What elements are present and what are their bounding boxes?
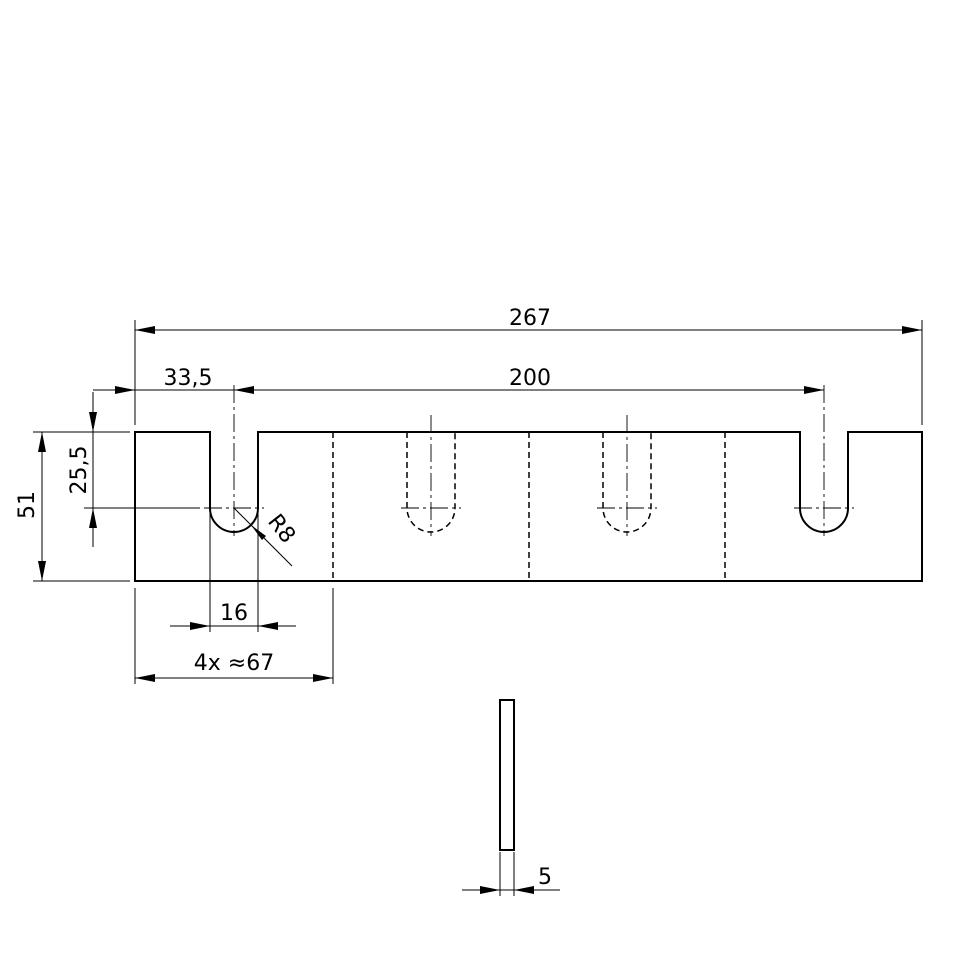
dim-text-edge-to-slot: 33,5: [164, 366, 213, 391]
side-view-outline: [499, 699, 515, 851]
dim-text-slot-width: 16: [220, 601, 248, 626]
dim-text-slot-spacing: 200: [509, 366, 551, 391]
dim-slot-positions: 33,5 200: [93, 366, 824, 394]
dim-segment-length: 4x ≈67: [134, 588, 334, 684]
dim-text-height: 51: [15, 491, 40, 519]
dim-overall-length: 267: [134, 306, 923, 425]
dim-text-segment-length: 4x ≈67: [194, 651, 274, 676]
slot-centerlines: [204, 385, 854, 536]
dim-slot-width: 16: [170, 510, 296, 632]
dim-text-slot-depth: 25,5: [67, 446, 92, 495]
dim-slot-radius: R8: [233, 507, 300, 567]
dim-thickness: 5: [462, 852, 560, 896]
dim-slot-depth: 25,5: [67, 392, 200, 547]
dim-height: 51: [15, 431, 130, 582]
dim-text-thickness: 5: [538, 865, 552, 890]
dim-text-overall-length: 267: [509, 306, 551, 331]
